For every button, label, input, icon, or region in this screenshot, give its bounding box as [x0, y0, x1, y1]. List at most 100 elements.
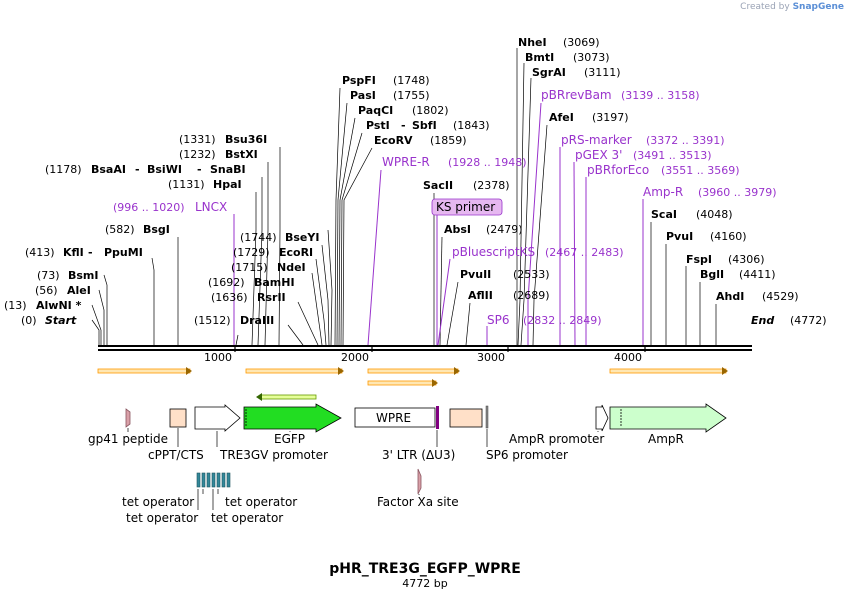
primer-pos: (2467 .. 2483)	[545, 246, 624, 259]
orf-arrow	[245, 367, 344, 375]
enzyme-name: PspFI	[342, 74, 376, 87]
enzyme-pos: (1232)	[179, 148, 216, 161]
enzyme-name: KflI	[63, 246, 84, 259]
enzyme-line	[338, 117, 356, 346]
enzyme-pos: (2378)	[473, 179, 510, 192]
enzyme-pos: (1755)	[393, 89, 430, 102]
enzyme-line	[327, 229, 333, 346]
ruler-tick-label: 4000	[614, 351, 642, 364]
enzyme-name: SgrAI	[532, 66, 566, 79]
primer-line	[367, 169, 382, 346]
enzyme-name: AfeI	[549, 111, 574, 124]
snapgene-credit: Created by SnapGene	[740, 2, 844, 12]
sp6-promoter-shape	[485, 405, 489, 429]
enzyme-name: AleI	[67, 284, 91, 297]
enzyme-pos: (2689)	[513, 289, 550, 302]
enzyme-line	[517, 62, 525, 346]
feature-label: TRE3GV promoter	[219, 448, 328, 462]
enzyme-pos: (73)	[37, 269, 60, 282]
ruler-tick-label: 2000	[341, 351, 369, 364]
feature-label: tet operator	[122, 495, 194, 509]
feature-label: cPPT/CTS	[148, 448, 204, 462]
enzyme-pos: (1636)	[211, 291, 248, 304]
primer-line	[573, 161, 576, 346]
enzyme-line	[103, 274, 108, 345]
enzyme-pos: (1715)	[231, 261, 268, 274]
orf-arrow	[97, 367, 192, 375]
feature-labels: gp41 peptide cPPT/CTS TRE3GV promoter EG…	[88, 432, 684, 525]
enzyme-pos: (2479)	[486, 223, 523, 236]
features: WPRE	[125, 403, 727, 495]
enzyme-line	[446, 281, 459, 346]
enzyme-name: Bsu36I	[225, 133, 267, 146]
cppt-cts-shape	[169, 408, 187, 428]
feature-label: Factor Xa site	[377, 495, 459, 509]
ltr-shape	[449, 408, 483, 428]
tet-operator-shape	[226, 472, 231, 488]
enzyme-name: BmtI	[525, 51, 554, 64]
credit-prefix: Created by	[740, 2, 790, 12]
enzyme-pos: (4411)	[739, 268, 776, 281]
ampr-promoter-shape	[595, 404, 609, 432]
tet-operator-shape	[201, 472, 206, 488]
enzyme-pos: (582)	[105, 223, 135, 236]
primer-pos: (1928 .. 1948)	[448, 156, 527, 169]
primer-line	[437, 258, 451, 346]
enzyme-line	[340, 132, 363, 346]
plasmid-name: pHR_TRE3G_EGFP_WPRE	[329, 561, 521, 577]
feature-label: tet operator	[126, 511, 198, 525]
primer-pos: (3139 .. 3158)	[621, 89, 700, 102]
enzyme-pos: (1744)	[240, 231, 277, 244]
enzyme-sep: -	[401, 119, 406, 132]
enzyme-line	[297, 301, 319, 346]
egfp-shape	[243, 403, 342, 433]
enzyme-pos: (13)	[4, 299, 27, 312]
tet-operator-cluster	[196, 472, 231, 488]
primer-name: pBRforEco	[587, 163, 649, 177]
orf-arrow-reverse	[256, 393, 317, 401]
enzyme-sep: -	[197, 163, 202, 176]
enzyme-line	[91, 319, 100, 345]
enzyme-pos: (1729)	[233, 246, 270, 259]
enzyme-pos: (2533)	[513, 268, 550, 281]
plasmid-size: 4772 bp	[402, 577, 447, 590]
enzyme-pos: (413)	[25, 246, 55, 259]
enzyme-name: BsiWI	[147, 163, 182, 176]
enzyme-line	[257, 177, 263, 346]
enzyme-pos: (1178)	[45, 163, 82, 176]
enzyme-name: BseYI	[285, 231, 319, 244]
tet-operator-shape	[206, 472, 211, 488]
primer-name: WPRE-R	[382, 155, 430, 169]
enzyme-line	[336, 102, 348, 346]
ks-primer-box	[431, 198, 503, 216]
enzyme-pos: (1131)	[168, 178, 205, 191]
primer-labels: (996 .. 1020) LNCX WPRE-R (1928 .. 1948)…	[113, 88, 777, 327]
enzyme-labels: (13) AlwNI * (56) AleI (73) BsmI (413) K…	[4, 36, 827, 327]
orf-arrow	[367, 367, 460, 375]
enzyme-name: SacII	[423, 179, 453, 192]
backbone: 1000 2000 3000 4000	[98, 345, 752, 364]
primer-name: LNCX	[195, 200, 227, 214]
enzyme-site-lines	[91, 48, 717, 346]
primer-name: KS primer	[436, 200, 495, 214]
enzyme-pos: (4529)	[762, 290, 799, 303]
enzyme-pos: (3069)	[563, 36, 600, 49]
primer-pos: (3372 .. 3391)	[646, 134, 725, 147]
wpre-label: WPRE	[376, 411, 411, 425]
enzyme-line	[278, 147, 281, 346]
feature-label: gp41 peptide	[88, 432, 168, 446]
enzyme-pos: (1692)	[208, 276, 245, 289]
enzyme-name: EcoRI	[279, 246, 313, 259]
primer-site-lines	[233, 102, 644, 346]
primer-name: SP6	[487, 313, 510, 327]
enzyme-pos: (1843)	[453, 119, 490, 132]
tre3gv-promoter-shape	[194, 404, 241, 432]
enzyme-pos: (4048)	[696, 208, 733, 221]
ks-primer-site-mark	[436, 406, 439, 429]
enzyme-pos: (4160)	[710, 230, 747, 243]
enzyme-name: AflII	[468, 289, 493, 302]
feature-label: EGFP	[274, 432, 305, 446]
enzyme-name: SbfI	[412, 119, 437, 132]
primer-pos: (3960 .. 3979)	[698, 186, 777, 199]
feature-label: tet operator	[211, 511, 283, 525]
